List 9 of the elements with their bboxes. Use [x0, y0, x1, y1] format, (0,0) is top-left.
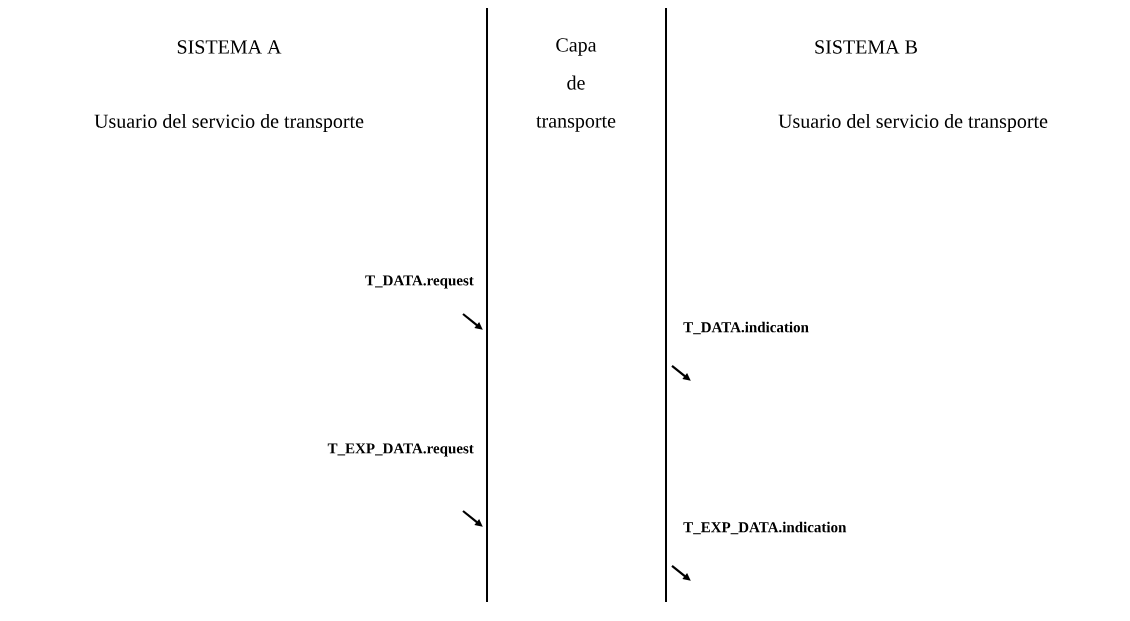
column-heading: SISTEMA A	[177, 40, 282, 54]
primitive-label: T_EXP_DATA.request	[327, 443, 474, 457]
primitive-label: T_EXP_DATA.indication	[683, 521, 847, 535]
primitive-label: T_DATA.request	[365, 275, 474, 289]
column-heading: Capa de transporte	[536, 38, 616, 132]
column-heading: Usuario del servicio de transporte	[778, 113, 1048, 133]
column-heading: Usuario del servicio de transporte	[94, 113, 364, 133]
column-heading: SISTEMA B	[815, 40, 917, 54]
primitive-label: T_DATA.indication	[683, 321, 809, 335]
